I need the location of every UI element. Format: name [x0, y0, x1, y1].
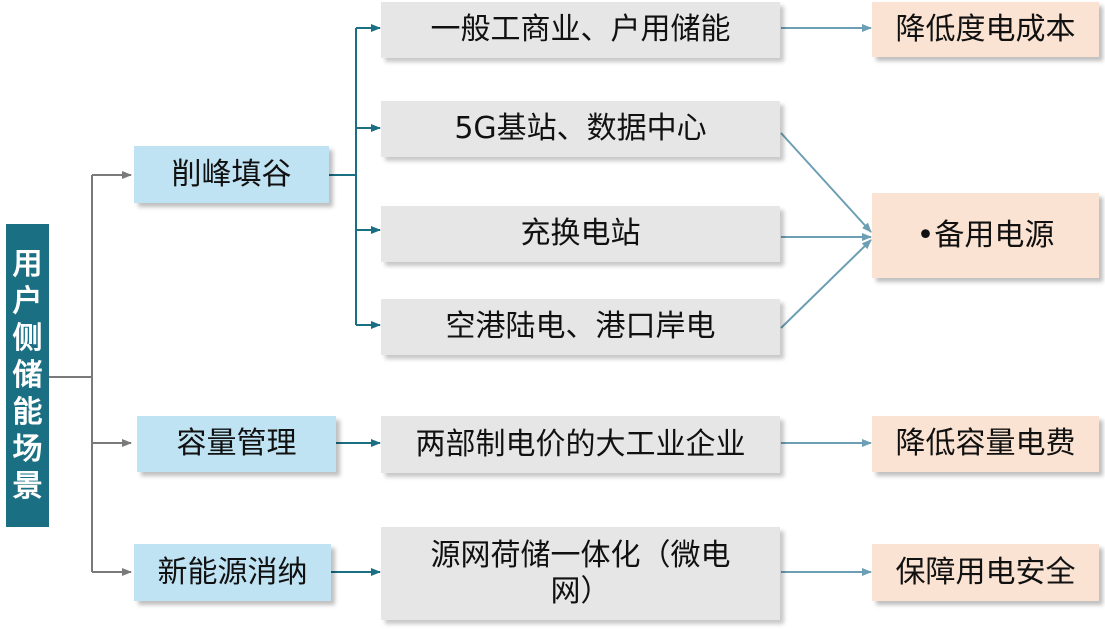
scenario-large-industrial: 两部制电价的大工业企业 — [381, 416, 780, 473]
outcome-backup-power: •备用电源 — [872, 193, 1099, 278]
outcome-arrows — [780, 24, 872, 576]
scenario-commercial-household: 一般工商业、户用储能 — [381, 2, 780, 58]
category-capacity-management: 容量管理 — [137, 416, 336, 472]
outcome-lower-energy-cost: 降低度电成本 — [872, 2, 1099, 57]
scenario-label: 5G基站、数据中心 — [454, 111, 707, 146]
scenario-label: 源网荷储一体化（微电网） — [430, 537, 731, 609]
outcome-label: •备用电源 — [916, 217, 1055, 253]
outcome-label: 降低容量电费 — [895, 426, 1076, 461]
scenario-microgrid: 源网荷储一体化（微电网） — [381, 527, 780, 620]
scenario-charging-station: 充换电站 — [381, 206, 780, 262]
root-branch-lines — [49, 171, 132, 576]
category-peak-shaving: 削峰填谷 — [134, 146, 329, 203]
root-node: 用户侧储能场景 — [6, 224, 49, 527]
outcome-label: 降低度电成本 — [895, 11, 1076, 47]
category-label: 容量管理 — [176, 426, 297, 461]
outcome-power-safety: 保障用电安全 — [872, 544, 1099, 601]
category-label: 削峰填谷 — [171, 156, 292, 192]
scenario-label: 空港陆电、港口岸电 — [445, 309, 716, 344]
scenario-label: 一般工商业、户用储能 — [430, 12, 731, 47]
scenario-label: 充换电站 — [520, 216, 641, 251]
scenario-airport-port-power: 空港陆电、港口岸电 — [381, 299, 780, 355]
scenario-5g-datacenter: 5G基站、数据中心 — [381, 101, 780, 157]
category-label: 新能源消纳 — [157, 554, 308, 590]
outcome-lower-capacity-fee: 降低容量电费 — [872, 416, 1099, 472]
peak-shaving-branch-lines — [329, 24, 381, 329]
outcome-label: 保障用电安全 — [895, 554, 1076, 590]
category-renewable-consumption: 新能源消纳 — [134, 544, 331, 601]
scenario-label: 两部制电价的大工业企业 — [415, 426, 746, 462]
root-label: 用户侧储能场景 — [12, 247, 43, 504]
